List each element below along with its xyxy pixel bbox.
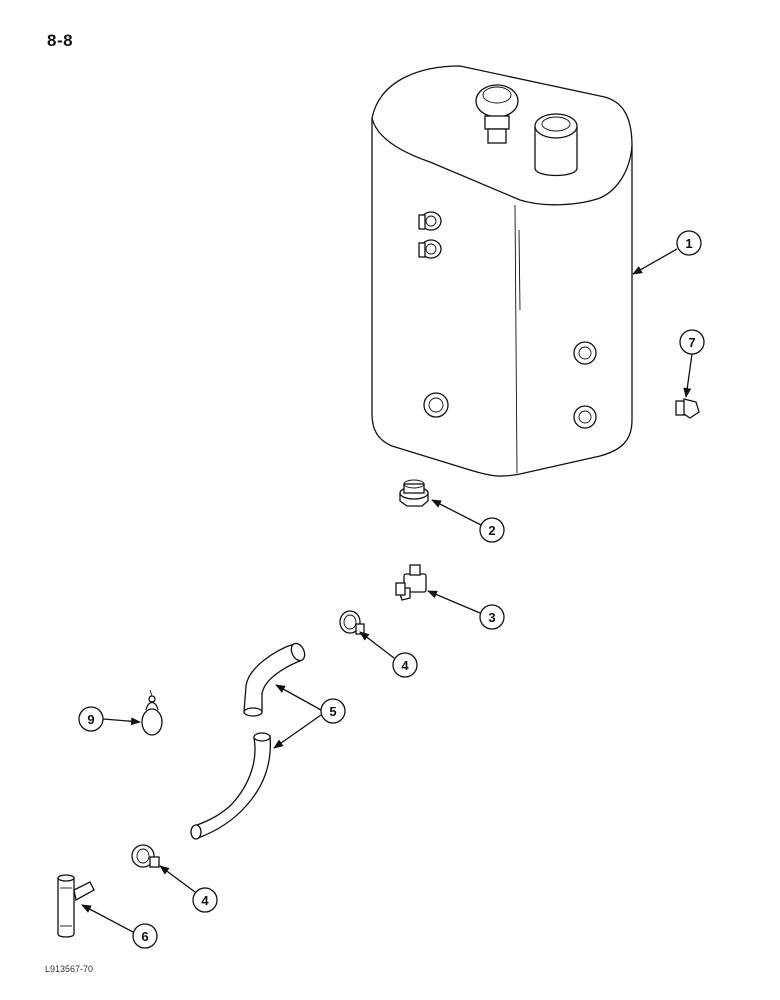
svg-text:9: 9 bbox=[87, 712, 94, 727]
svg-text:5: 5 bbox=[329, 704, 336, 719]
breather-cap bbox=[475, 84, 519, 144]
clamp-part-4b bbox=[131, 844, 160, 868]
svg-text:7: 7 bbox=[688, 335, 695, 350]
callout-5: 5 bbox=[320, 698, 346, 724]
svg-text:4: 4 bbox=[401, 658, 409, 673]
svg-text:2: 2 bbox=[488, 523, 495, 538]
svg-text:4: 4 bbox=[201, 893, 209, 908]
figure-id: L913567-70 bbox=[45, 964, 94, 974]
svg-text:1: 1 bbox=[685, 236, 692, 251]
svg-text:3: 3 bbox=[488, 610, 495, 625]
callout-6: 6 bbox=[132, 923, 158, 949]
elbow-part-3 bbox=[395, 564, 427, 601]
callout-1: 1 bbox=[676, 230, 702, 256]
filler-neck bbox=[534, 113, 578, 177]
svg-text:6: 6 bbox=[141, 929, 148, 944]
strap-part-9 bbox=[141, 689, 163, 736]
hose-upper bbox=[243, 642, 306, 717]
side-fittings bbox=[418, 211, 442, 259]
clamp-part-4a bbox=[339, 610, 365, 635]
fitting-part-2 bbox=[399, 479, 429, 507]
callout-3: 3 bbox=[479, 604, 505, 630]
plug-part-7 bbox=[675, 398, 700, 419]
page-number: 8-8 bbox=[47, 31, 74, 50]
tee-part-6 bbox=[57, 874, 95, 938]
callout-4-lower: 4 bbox=[192, 887, 218, 913]
ports bbox=[423, 341, 597, 429]
callout-2: 2 bbox=[479, 517, 505, 543]
callout-9: 9 bbox=[78, 706, 104, 732]
leader-lines bbox=[81, 248, 693, 933]
hose-lower bbox=[190, 732, 272, 840]
callout-4-upper: 4 bbox=[392, 652, 418, 678]
reservoir-tank bbox=[371, 65, 633, 477]
callout-7: 7 bbox=[679, 329, 705, 355]
